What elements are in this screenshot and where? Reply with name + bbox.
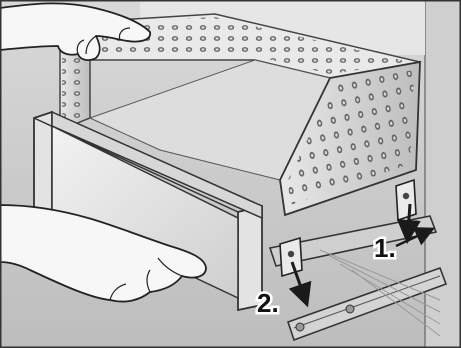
step-1-arrow [408, 204, 410, 232]
rail-clip-right [396, 180, 416, 220]
step-1-label: 1. [374, 233, 396, 263]
step-2-label: 2. [257, 288, 279, 318]
rail-clip-left [280, 238, 302, 276]
